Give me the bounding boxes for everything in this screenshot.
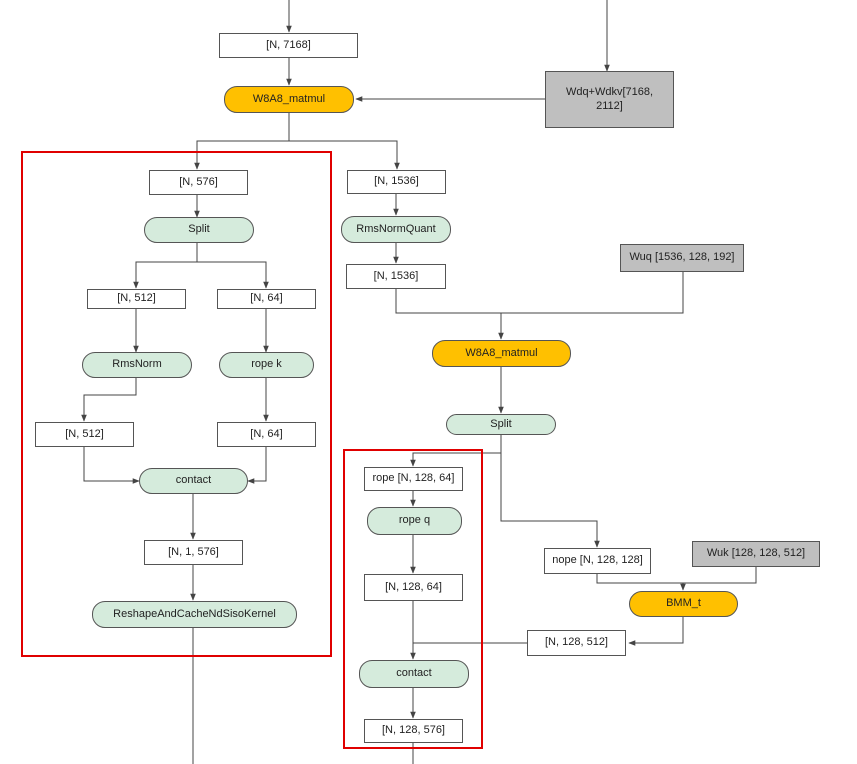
shape-n64-b: [N, 64] — [217, 422, 316, 447]
edge-nope-bmm — [596, 574, 686, 591]
edge-n64b-contact1 — [247, 447, 267, 484]
edge-matmul1-n1536 — [289, 140, 400, 170]
rope-q-node: rope q — [367, 507, 462, 535]
matmul-node-2: W8A8_matmul — [432, 340, 571, 367]
matmul-node-1: W8A8_matmul — [224, 86, 354, 113]
shape-n128-64: [N, 128, 64] — [364, 574, 463, 601]
split-node-2: Split — [446, 414, 556, 435]
rope-q-highlight-box — [343, 449, 483, 749]
shape-n1536-b: [N, 1536] — [346, 264, 446, 289]
shape-nope-n128-128: nope [N, 128, 128] — [544, 548, 651, 574]
shape-n512-a: [N, 512] — [87, 289, 186, 309]
edge-n1536b-matmul2 — [395, 289, 504, 340]
edge-wuq-matmul2 — [501, 272, 684, 314]
edge-split2-ropeqin — [410, 435, 502, 467]
bmm-t-node: BMM_t — [629, 591, 738, 617]
shape-rope-n128-64: rope [N, 128, 64] — [364, 467, 463, 491]
edge-split2-nope — [500, 453, 600, 548]
shape-n1536-a: [N, 1536] — [347, 170, 446, 194]
shape-n7168: [N, 7168] — [219, 33, 358, 58]
rmsnorm-node: RmsNorm — [82, 352, 192, 378]
weight-wuq: Wuq [1536, 128, 192] — [620, 244, 744, 272]
shape-n128-576: [N, 128, 576] — [364, 719, 463, 743]
weight-wuk: Wuk [128, 128, 512] — [692, 541, 820, 567]
split-node-1: Split — [144, 217, 254, 243]
contact-node-1: contact — [139, 468, 248, 494]
contact-node-2: contact — [359, 660, 469, 688]
edge-wuk-bmm — [683, 567, 757, 584]
edge-n512b-contact1 — [83, 447, 140, 484]
shape-n576: [N, 576] — [149, 170, 248, 195]
edge-bmm-n128512 — [628, 617, 684, 646]
weight-wdq-wdkv: Wdq+Wdkv[7168, 2112] — [545, 71, 674, 128]
shape-n128-512: [N, 128, 512] — [527, 630, 626, 656]
shape-n64-a: [N, 64] — [217, 289, 316, 309]
rmsnormquant-node: RmsNormQuant — [341, 216, 451, 243]
edge-rmsnorm-n512b — [81, 378, 137, 422]
shape-n512-b: [N, 512] — [35, 422, 134, 447]
shape-n1-576: [N, 1, 576] — [144, 540, 243, 565]
edge-split1-n64a — [197, 261, 269, 289]
left-highlight-box — [21, 151, 332, 657]
reshape-cache-kernel-node: ReshapeAndCacheNdSisoKernel — [92, 601, 297, 628]
edge-matmul1-n576 — [194, 113, 290, 170]
edge-split1-n512a — [133, 243, 198, 289]
rope-k-node: rope k — [219, 352, 314, 378]
